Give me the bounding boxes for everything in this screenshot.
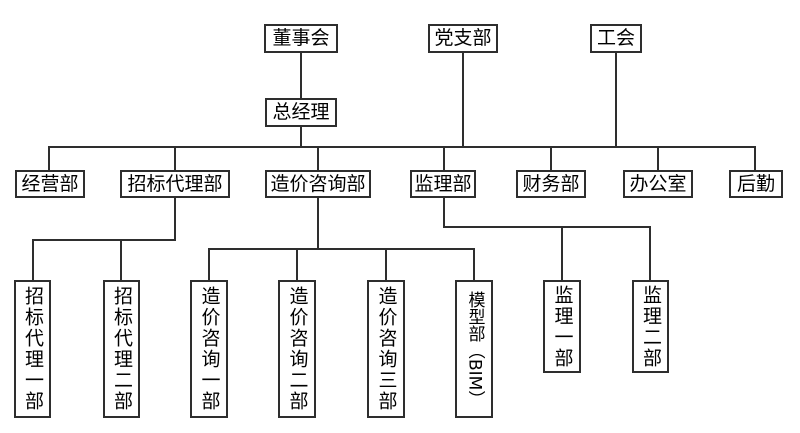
connector-bus-supervision [443,146,445,170]
node-supervision-1: 监理一部 [543,280,581,373]
node-logistics: 后勤 [729,170,783,198]
node-general-manager: 总经理 [265,98,337,127]
node-cost-consulting-1: 造价咨询一部 [190,280,228,418]
connector-cost2-drop [296,248,298,280]
connector-bus-office [657,146,659,170]
node-cost-consulting-dept: 造价咨询部 [265,170,371,198]
connector-cost3-drop [385,248,387,280]
connector-bus-cost [317,146,319,170]
node-labor-union: 工会 [590,24,642,53]
connector-bus-finance [550,146,552,170]
connector-board-gm [300,53,302,98]
connector-bidding2-drop [120,239,122,280]
connector-cost1-drop [208,248,210,280]
connector-bidding-riser [174,198,176,239]
node-bim-model-dept: 模型部（BIM） [455,280,493,418]
connector-bidding1-drop [32,239,34,280]
connector-supervision2-drop [649,226,651,280]
connector-bus-operations [48,146,50,170]
connector-cost-riser [317,198,319,248]
connector-union-bus [615,53,617,146]
node-board-of-directors: 董事会 [264,24,338,53]
node-office: 办公室 [623,170,693,198]
node-finance-dept: 财务部 [516,170,586,198]
node-cost-consulting-3: 造价咨询三部 [367,280,405,418]
connector-cost-bus [208,248,475,250]
node-bidding-agency-2: 招标代理二部 [103,280,140,418]
connector-supervision-bus [443,226,651,228]
node-operations-dept: 经营部 [15,170,85,198]
node-supervision-2: 监理二部 [632,280,669,373]
node-cost-consulting-2: 造价咨询二部 [278,280,316,418]
connector-main-bus [49,146,756,148]
connector-party-bus [462,53,464,146]
connector-bim-drop [473,248,475,280]
connector-bidding-bus [32,239,176,241]
node-bidding-agency-1: 招标代理一部 [14,280,51,418]
node-bidding-agency-dept: 招标代理部 [120,170,230,198]
connector-supervision-riser [443,198,445,226]
node-party-branch: 党支部 [428,24,498,53]
connector-bus-logistics [754,146,756,170]
connector-supervision1-drop [561,226,563,280]
connector-gm-bus [300,127,302,146]
node-supervision-dept: 监理部 [410,170,476,198]
connector-bus-bidding [174,146,176,170]
